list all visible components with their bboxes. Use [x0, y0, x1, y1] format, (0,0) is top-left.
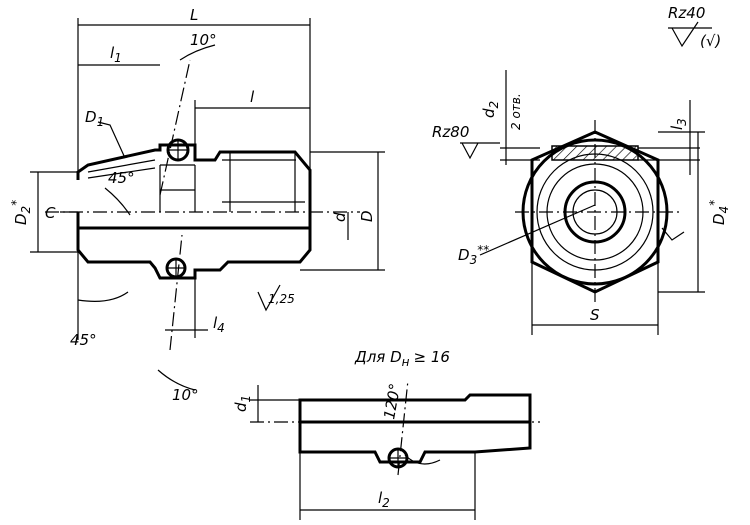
roughness-general: Rz40 (√) [668, 4, 721, 50]
roughness-rz80: Rz80 [432, 123, 469, 141]
dim-l4-label: l4 [213, 314, 225, 335]
dim-D3-label: D3** [458, 243, 489, 267]
dim-l1-label: l1 [110, 44, 122, 65]
bore-outline [76, 212, 312, 230]
angle-120: 120° [380, 382, 404, 421]
dim-D-label: D [358, 210, 376, 222]
main-view: L l1 10° l D1 45° D2* C d D [9, 6, 385, 404]
dim-D2-label: D2* [9, 200, 33, 225]
dim-d1-label: d1 [232, 395, 253, 412]
dim-l2-label: l2 [378, 489, 390, 510]
dim-d-label: d [331, 212, 349, 222]
dim-l3-label: l3 [668, 118, 689, 130]
size-note: Для Dн≥ 16 [354, 348, 450, 369]
upper-thread [87, 159, 156, 179]
spigot-thread-upper [222, 152, 305, 212]
dim-L-label: L [190, 6, 198, 24]
dim-C-label: C [45, 204, 56, 222]
detail-view: d1 120° l2 [232, 379, 540, 520]
hex-flat-lines [159, 164, 196, 212]
dim-S-label: S [590, 306, 600, 324]
dim-D4-label: D4* [707, 200, 731, 225]
svg-text:(√): (√) [700, 32, 721, 50]
angle-10-bottom: 10° [172, 386, 199, 404]
roughness-1-25: 1,25 [268, 292, 295, 306]
detail-upper-outline [298, 393, 532, 422]
svg-text:Rz40: Rz40 [668, 4, 705, 22]
dim-D1-label: D1 [85, 108, 104, 129]
angle-45-outer: 45° [70, 331, 97, 349]
lower-section [76, 226, 312, 280]
angle-10-top: 10° [190, 31, 217, 49]
dim-l-label: l [250, 88, 255, 106]
angle-45-inner: 45° [108, 169, 135, 187]
end-view: D3** d2 2 отв. Rz80 l3 D4* S [432, 70, 731, 335]
two-holes-label: 2 отв. [509, 93, 523, 130]
detail-section [298, 420, 532, 464]
dim-d2-label: d2 [480, 101, 501, 118]
